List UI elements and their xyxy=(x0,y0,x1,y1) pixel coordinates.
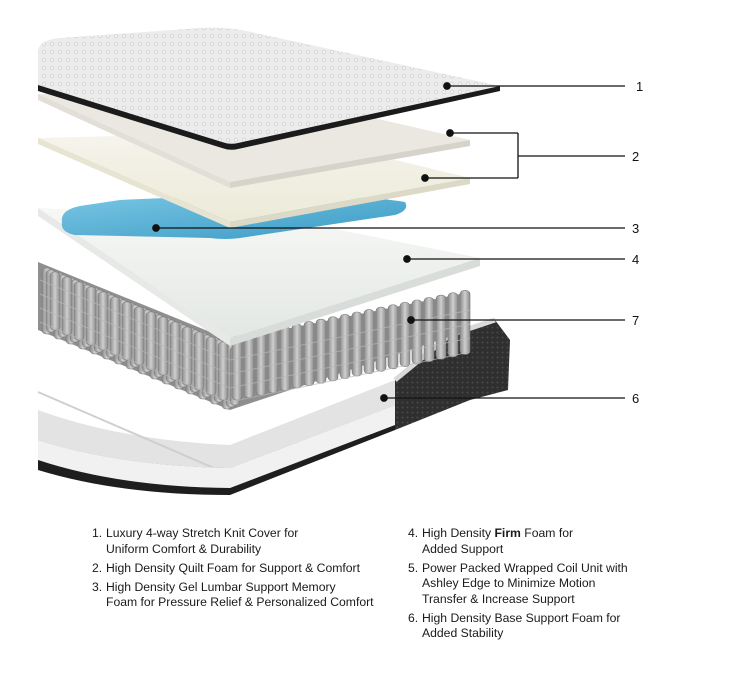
mattress-layers-diagram: 1 2 3 4 7 6 xyxy=(37,27,643,495)
coil xyxy=(267,328,279,394)
legend-item-number: 6. xyxy=(408,610,419,625)
legend-text-emphasis: Firm xyxy=(494,526,521,540)
wrapped-coil-unit xyxy=(38,262,471,410)
coil xyxy=(315,318,327,384)
legend-item-number: 1. xyxy=(92,526,103,540)
coil xyxy=(49,271,61,331)
callout-number-1: 1 xyxy=(636,79,643,94)
coil xyxy=(375,306,387,372)
legend-item-text: Added Stability xyxy=(422,626,504,640)
coil-seam xyxy=(39,293,471,375)
callout-leader-3 xyxy=(152,224,625,232)
legend-item-number: 5. xyxy=(408,560,419,575)
coil-seam xyxy=(39,279,471,361)
coil xyxy=(411,299,423,365)
coil xyxy=(231,335,243,401)
coil xyxy=(243,333,255,398)
callout-number-2: 2 xyxy=(632,149,639,164)
coil xyxy=(399,302,411,367)
base-support-foam-layer xyxy=(37,317,510,495)
callout-leader-2 xyxy=(421,129,625,182)
legend-item-text: High Density Quilt Foam for Support & Co… xyxy=(106,560,360,575)
legend-item-1: 1. Luxury 4-way Stretch Knit Cover for U… xyxy=(92,526,392,557)
coil xyxy=(73,281,85,341)
coil xyxy=(363,309,375,374)
coil xyxy=(435,294,447,360)
callout-leader-7 xyxy=(407,316,625,324)
legend-left-column: 1. Luxury 4-way Stretch Knit Cover for U… xyxy=(92,526,392,614)
legend-item-text: Added Support xyxy=(422,541,504,556)
coil xyxy=(327,316,339,382)
legend-item-4: 4. High Density Firm Foam for Added Supp… xyxy=(408,526,708,557)
coil-seam xyxy=(39,307,471,389)
coil xyxy=(255,330,267,396)
legend-item-number: 2. xyxy=(92,560,103,575)
callout-number-3: 3 xyxy=(632,221,639,236)
coil-seam xyxy=(39,321,471,403)
callout-number-4: 4 xyxy=(632,252,639,267)
legend-item-number: 4. xyxy=(408,526,419,540)
coil xyxy=(303,321,315,386)
legend-item-text: Transfer & Increase Support xyxy=(422,591,575,606)
legend-item-text: Power Packed Wrapped Coil Unit with xyxy=(422,560,628,575)
callout-number-7: 7 xyxy=(632,313,639,328)
coil xyxy=(459,290,471,355)
firm-foam-layer xyxy=(38,208,480,346)
legend-item-2: 2. High Density Quilt Foam for Support &… xyxy=(92,561,392,577)
legend-item-text: Uniform Comfort & Durability xyxy=(106,541,262,556)
coil xyxy=(61,276,73,336)
coil xyxy=(387,304,399,370)
callout-leader-1 xyxy=(443,82,625,90)
legend-item-text: High Density Firm Foam for xyxy=(422,526,708,542)
coil xyxy=(279,326,291,391)
legend-item-text: High Density Gel Lumbar Support Memory xyxy=(106,579,336,594)
coil xyxy=(339,314,351,379)
callout-leader-6 xyxy=(380,394,625,402)
legend-text-part: High Density xyxy=(422,526,495,540)
legend-item-6: 6. High Density Base Support Foam for Ad… xyxy=(408,611,708,642)
legend-item-number: 3. xyxy=(92,579,103,594)
callout-number-6: 6 xyxy=(632,391,639,406)
callout-leaders xyxy=(152,82,625,402)
coil xyxy=(291,323,303,389)
legend-item-text: High Density Base Support Foam for xyxy=(422,610,621,625)
coil xyxy=(351,311,363,377)
legend-right-column: 4. High Density Firm Foam for Added Supp… xyxy=(408,526,708,645)
coil xyxy=(447,292,459,358)
coil xyxy=(423,297,435,362)
legend-item-text: Foam for Pressure Relief & Personalized … xyxy=(106,595,374,609)
legend-item-text: Luxury 4-way Stretch Knit Cover for xyxy=(106,526,299,540)
legend-text-part: Foam for xyxy=(520,526,574,540)
legend-item-3: 3. High Density Gel Lumbar Support Memor… xyxy=(92,580,392,611)
legend-item-5: 5. Power Packed Wrapped Coil Unit with A… xyxy=(408,561,708,608)
knit-cover-layer xyxy=(38,27,500,150)
legend-item-text: Ashley Edge to Minimize Motion xyxy=(422,576,596,590)
callout-leader-4 xyxy=(403,255,625,263)
